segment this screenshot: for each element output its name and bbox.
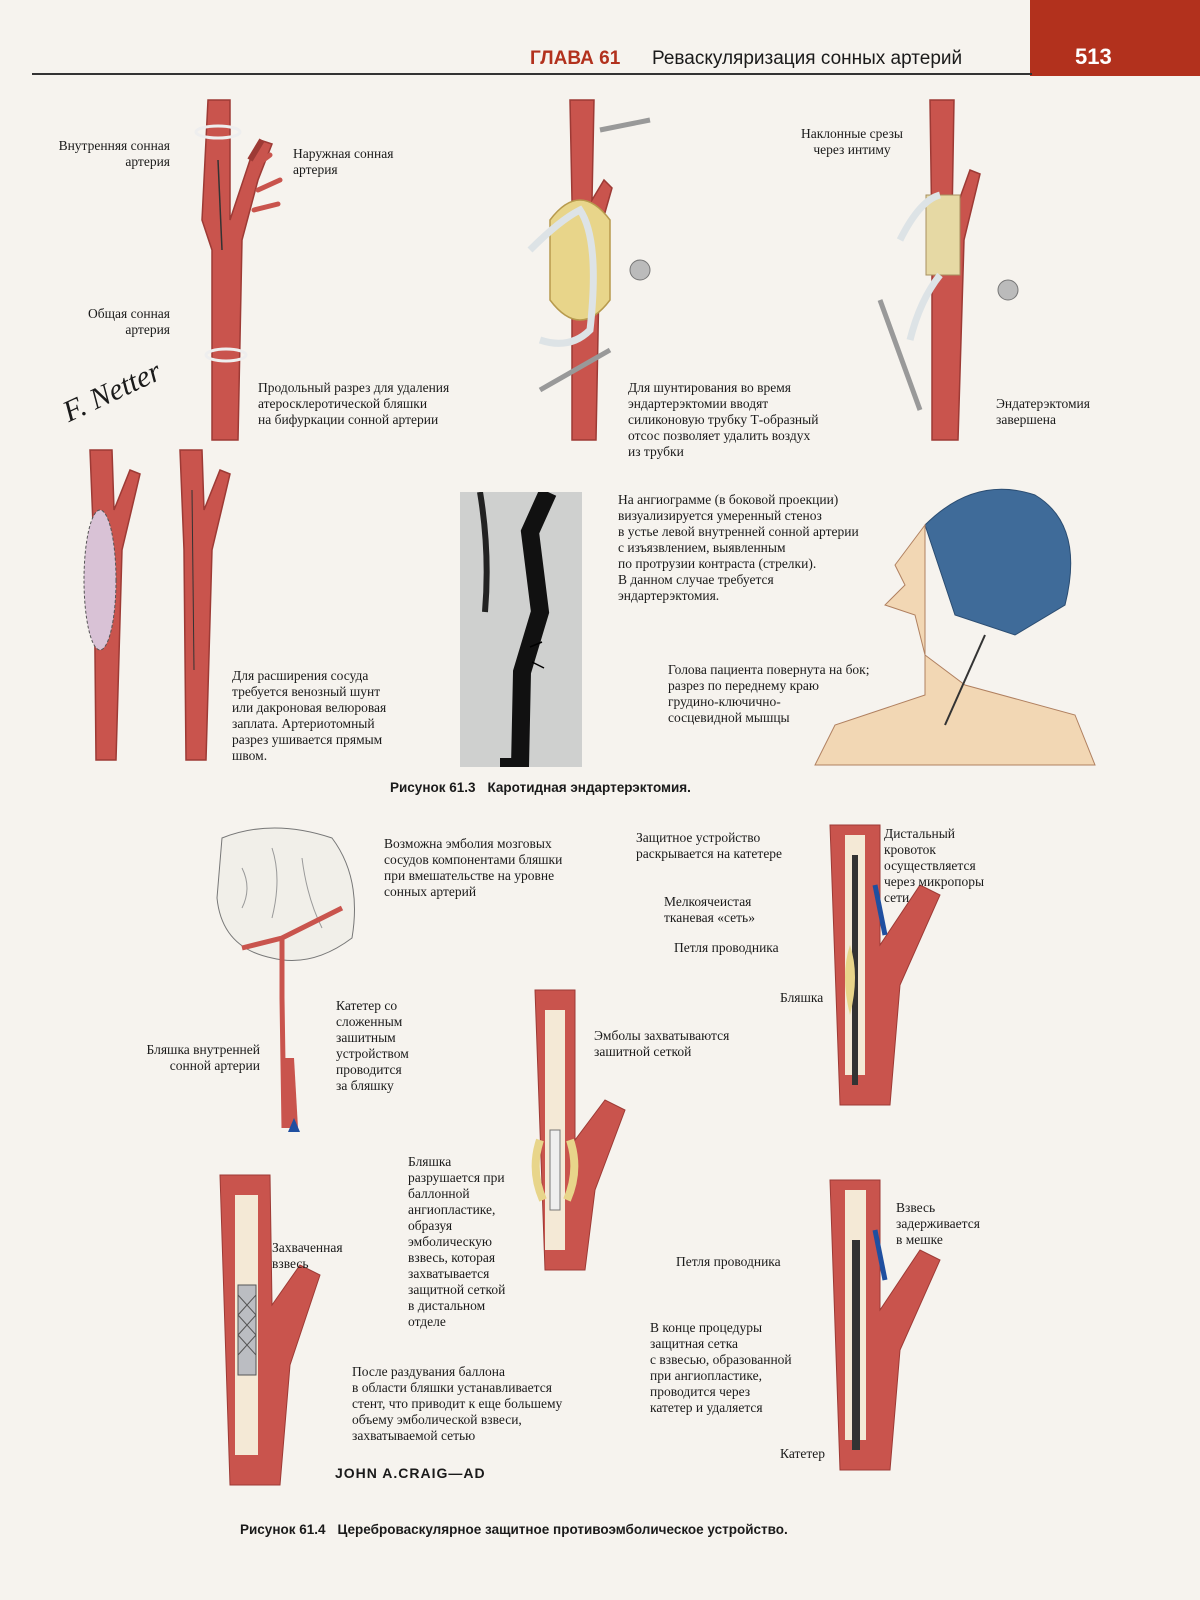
figure-61-3-number: Рисунок 61.3 [390, 780, 476, 795]
label-embolism: Возможна эмболия мозговых сосудов компон… [384, 836, 563, 899]
label-external-carotid: Наружная сонная артерия [293, 146, 394, 177]
patch-repair-illustration [83, 449, 231, 761]
label-emboli-captured: Эмболы захватываются зашитной сеткой [594, 1028, 730, 1059]
label-suspension-retained: Взвесь задерживается в мешке [896, 1200, 980, 1247]
chapter-title: Реваскуляризация сонных артерий [652, 48, 963, 69]
label-mesh: Мелкоячеистая тканевая «сеть» [664, 894, 755, 925]
header-rule [32, 73, 1032, 75]
label-shunting: Для шунтирования во время эндартерэктоми… [628, 380, 819, 459]
angiogram-image [460, 492, 582, 767]
figure-61-4-caption: Рисунок 61.4 Цереброваскулярное защитное … [240, 1522, 788, 1537]
label-oblique-cuts: Наклонные срезы через интиму [801, 126, 903, 157]
label-plaque-1: Бляшка [780, 990, 824, 1005]
label-stent: После раздувания баллона в области бляшк… [352, 1364, 563, 1443]
label-common-carotid: Общая сонная артерия [88, 306, 170, 337]
label-catheter-folded: Катетер со сложенным зашитным устройство… [336, 998, 409, 1093]
carotid-bifurcation-illustration [194, 99, 283, 441]
label-longitudinal-incision: Продольный разрез для удаления атероскле… [258, 380, 450, 427]
label-captured-suspension: Захваченная взвесь [272, 1240, 343, 1271]
figure-61-3-title: Каротидная эндартерэктомия. [487, 780, 691, 795]
label-catheter: Катетер [780, 1446, 826, 1461]
label-guidewire-loop-1: Петля проводника [674, 940, 779, 955]
device-opens-illustration [829, 824, 941, 1106]
craig-signature: JOHN A.CRAIG—AD [335, 1465, 486, 1481]
figure-61-3-caption: Рисунок 61.3 Каротидная эндартерэктомия. [390, 780, 691, 795]
label-plaque-destroyed: Бляшка разрушается при баллонной ангиопл… [408, 1154, 506, 1329]
blue-arrow-icon [288, 1118, 300, 1132]
figure-61-4-title: Цереброваскулярное защитное противоэмбол… [337, 1522, 788, 1537]
brain-section-illustration [216, 827, 355, 1129]
label-plaque-internal: Бляшка внутренней сонной артерии [146, 1042, 260, 1073]
label-end-procedure: В конце процедуры защитная сетка с взвес… [650, 1320, 792, 1415]
label-angiogram: На ангиограмме (в боковой проекции) визу… [618, 492, 859, 603]
shunt-illustration [527, 99, 651, 441]
device-removal-illustration [829, 1179, 941, 1471]
captured-suspension-illustration [219, 1174, 321, 1486]
label-head-turned: Голова пациента повернута на бок; разрез… [668, 662, 870, 725]
label-patch: Для расширения сосуда требуется венозный… [232, 668, 387, 763]
label-endarterectomy-completed: Эндатерэктомия завершена [996, 396, 1090, 427]
figure-61-4-number: Рисунок 61.4 [240, 1522, 326, 1537]
page-number: 513 [1075, 44, 1112, 69]
chapter-label: ГЛАВА 61 [530, 48, 621, 69]
endarterectomy-completed-illustration [877, 99, 1019, 441]
patient-head-illustration [814, 488, 1096, 766]
label-internal-carotid: Внутренняя сонная артерия [58, 138, 170, 169]
label-device-opens: Защитное устройство раскрывается на кате… [636, 830, 783, 861]
header-color-tab [1030, 0, 1200, 76]
label-guidewire-loop-2: Петля проводника [676, 1254, 781, 1269]
label-distal-flow: Дистальный кровоток осуществляется через… [884, 826, 985, 905]
emboli-captured-illustration [531, 989, 626, 1271]
